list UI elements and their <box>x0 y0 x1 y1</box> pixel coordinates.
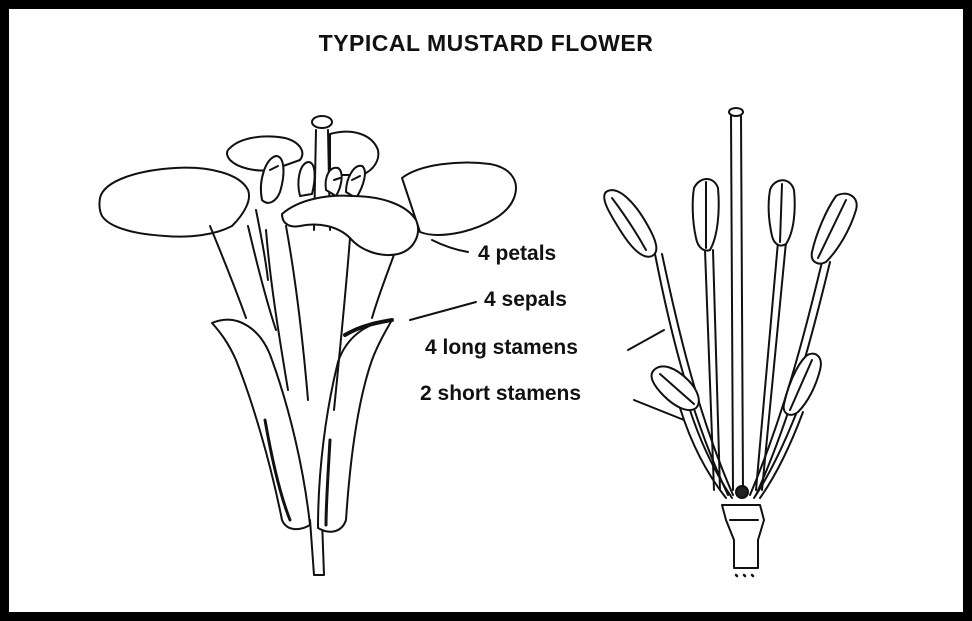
petal-left <box>99 168 249 237</box>
leader-petals <box>432 240 468 252</box>
sepal-left <box>212 320 310 529</box>
stigma <box>312 116 332 128</box>
ovary-base <box>736 486 748 498</box>
petal-back-left <box>227 136 302 170</box>
leader-sepals <box>410 302 476 320</box>
label-sepals: 4 sepals <box>484 288 567 312</box>
label-short-stamens: 2 short stamens <box>420 382 581 406</box>
label-long-stamens: 4 long stamens <box>425 336 578 360</box>
petal-right <box>402 163 516 235</box>
pistil-style <box>731 116 743 490</box>
label-petals: 4 petals <box>478 242 556 266</box>
sepal-right <box>318 320 392 532</box>
pistil-stigma <box>729 108 743 116</box>
leader-long-stamens <box>628 330 664 350</box>
receptacle <box>722 505 764 568</box>
